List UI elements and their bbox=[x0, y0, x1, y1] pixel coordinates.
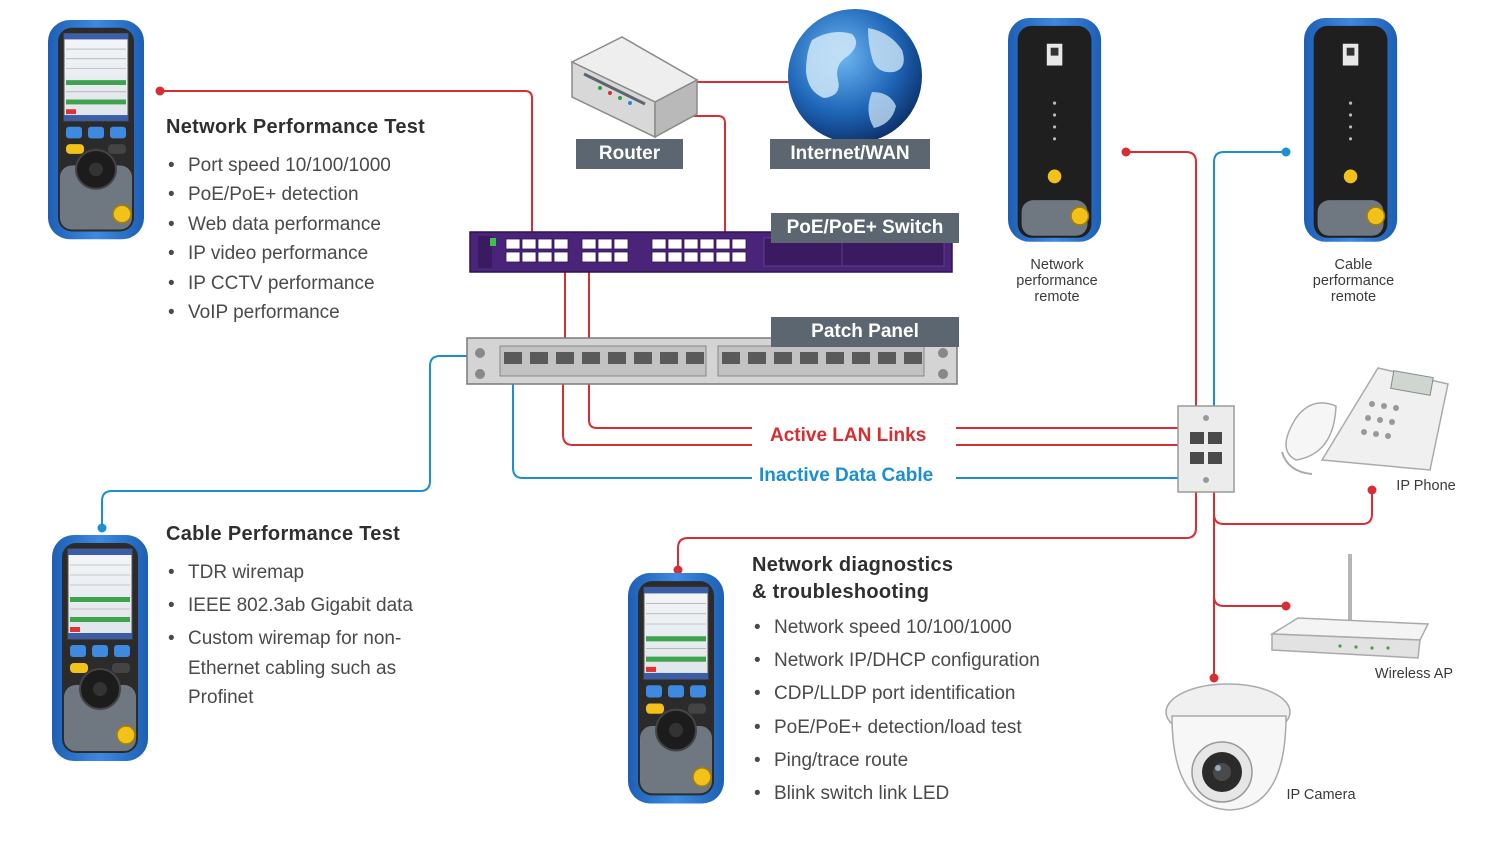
network-performance-title: Network Performance Test bbox=[166, 116, 426, 138]
active-lan-cables bbox=[160, 81, 1373, 676]
ip-camera-icon bbox=[1165, 683, 1291, 811]
list-item: IEEE 802.3ab Gigabit data bbox=[166, 591, 446, 621]
list-item: Blink switch link LED bbox=[752, 777, 1092, 810]
list-item: Custom wiremap for non-Ethernet cabling … bbox=[166, 624, 446, 713]
tester-handheld-icon bbox=[47, 19, 145, 241]
globe-icon bbox=[788, 9, 922, 143]
diagnostics-list: Network speed 10/100/1000 Network IP/DHC… bbox=[752, 611, 1092, 810]
active-links-label: Active LAN Links bbox=[764, 425, 933, 447]
list-item: PoE/PoE+ detection/load test bbox=[752, 711, 1092, 744]
diagnostics-title-line-2: & troubleshooting bbox=[752, 581, 930, 603]
wall-plate-icon bbox=[1177, 405, 1235, 493]
inactive-cable-label: Inactive Data Cable bbox=[753, 465, 940, 487]
list-item: Ping/trace route bbox=[752, 744, 1092, 777]
cable-wallplate-to-diag-tester bbox=[677, 459, 1197, 570]
list-item: Network IP/DHCP configuration bbox=[752, 644, 1092, 677]
network-performance-list: Port speed 10/100/1000 PoE/PoE+ detectio… bbox=[166, 151, 496, 328]
cable-tester-to-switch bbox=[160, 90, 533, 242]
diagnostics-title-line-1: Network diagnostics bbox=[752, 554, 954, 576]
diagnostics-title: Network diagnostics & troubleshooting bbox=[752, 552, 953, 606]
list-item: Port speed 10/100/1000 bbox=[166, 151, 496, 181]
internet-label: Internet/WAN bbox=[770, 139, 930, 169]
remote-unit-icon bbox=[1303, 17, 1398, 243]
list-item: IP video performance bbox=[166, 239, 496, 269]
list-item: Web data performance bbox=[166, 210, 496, 240]
patch-panel-label: Patch Panel bbox=[771, 317, 959, 347]
cable-performance-title: Cable Performance Test bbox=[166, 523, 401, 545]
list-item: PoE/PoE+ detection bbox=[166, 180, 496, 210]
list-item: CDP/LLDP port identification bbox=[752, 677, 1092, 710]
list-item: IP CCTV performance bbox=[166, 269, 496, 299]
cable-wallplate-to-network-remote bbox=[1126, 151, 1197, 437]
wireless-ap-caption: Wireless AP bbox=[1374, 666, 1454, 682]
switch-label: PoE/PoE+ Switch bbox=[771, 213, 959, 243]
ip-phone-icon bbox=[1281, 367, 1449, 475]
router-icon bbox=[570, 36, 699, 139]
ip-camera-caption: IP Camera bbox=[1286, 787, 1356, 803]
list-item: VoIP performance bbox=[166, 298, 496, 328]
remote-unit-icon bbox=[1007, 17, 1102, 243]
cable-router-to-switch bbox=[677, 115, 726, 242]
cable-performance-list: TDR wiremap IEEE 802.3ab Gigabit data Cu… bbox=[166, 558, 446, 716]
list-item: TDR wiremap bbox=[166, 558, 446, 588]
tester-handheld-icon bbox=[626, 571, 726, 805]
cable-remote-caption: Cable performance remote bbox=[1312, 257, 1395, 305]
cable-patch-to-cable-tester bbox=[101, 355, 511, 528]
ip-phone-caption: IP Phone bbox=[1396, 478, 1456, 494]
network-remote-caption: Network performance remote bbox=[1016, 257, 1098, 305]
list-item: Network speed 10/100/1000 bbox=[752, 611, 1092, 644]
wireless-ap-icon bbox=[1269, 554, 1430, 659]
switch-icon bbox=[469, 231, 953, 273]
cable-wallplate-to-cable-remote bbox=[1213, 151, 1286, 437]
router-label: Router bbox=[576, 139, 683, 169]
tester-handheld-icon bbox=[51, 534, 149, 762]
